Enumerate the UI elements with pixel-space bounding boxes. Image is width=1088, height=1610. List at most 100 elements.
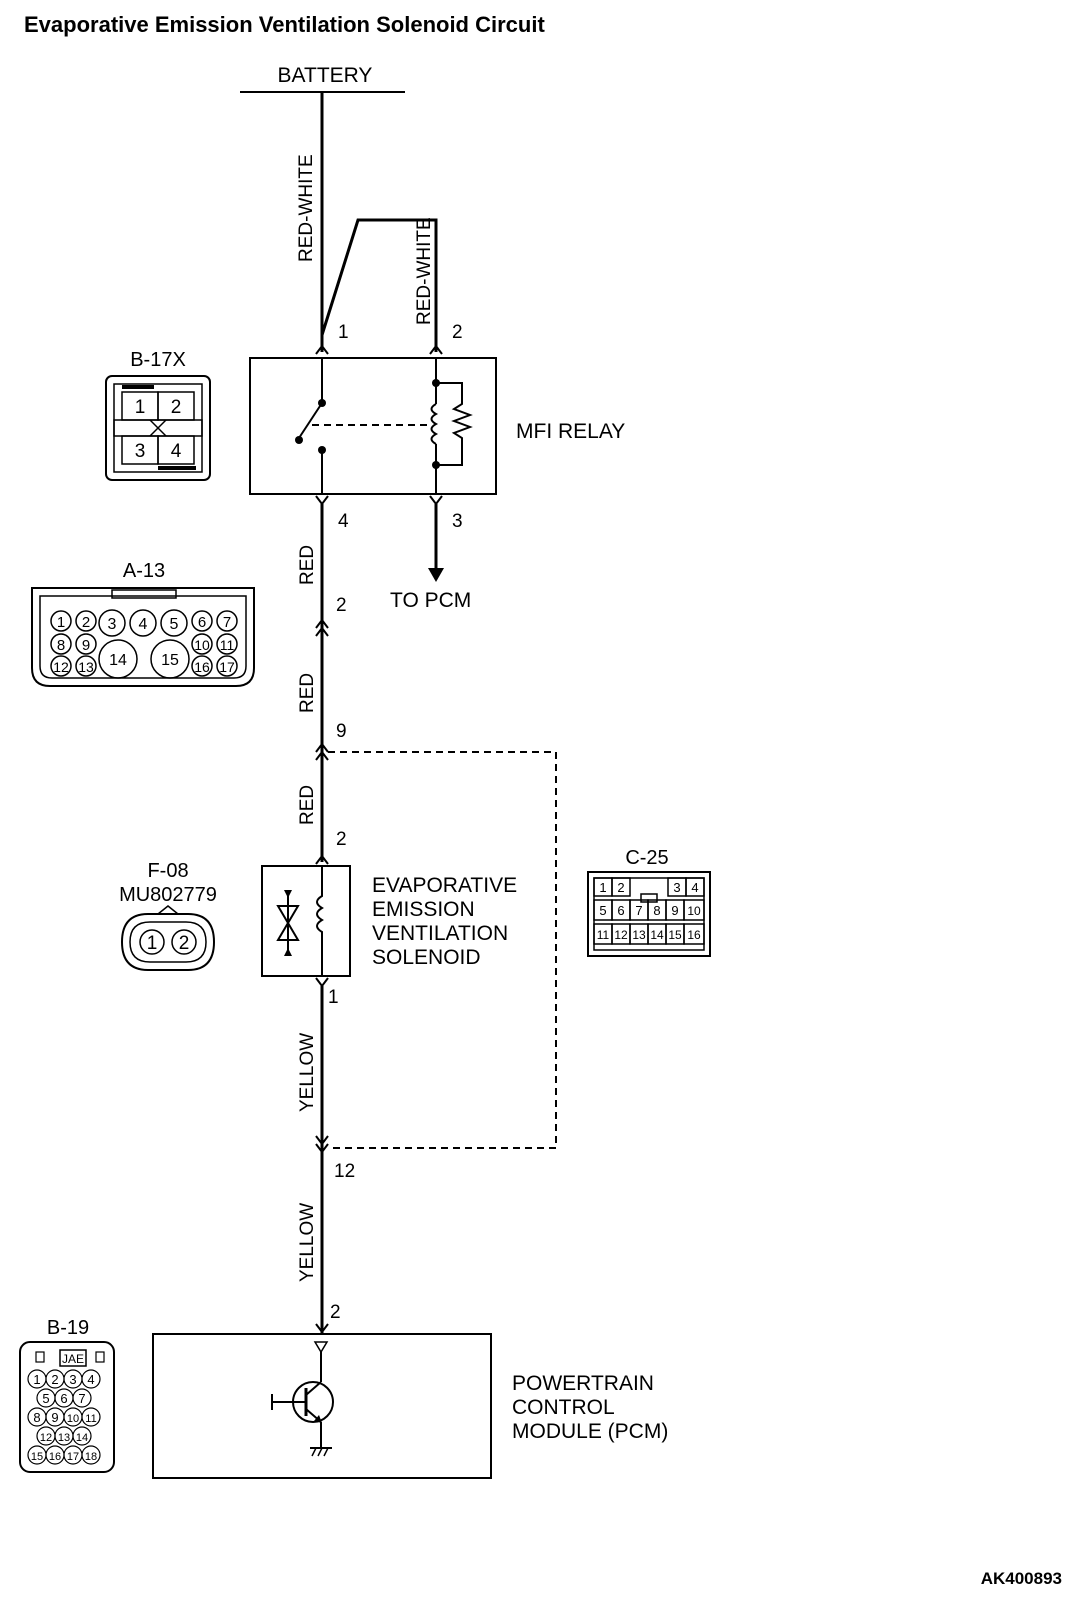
solenoid-label-line-4: SOLENOID (372, 946, 481, 969)
connector-a13 (31, 587, 255, 687)
chevron-a13-2-a (315, 618, 329, 629)
terminal-a13-9: 9 (336, 721, 347, 742)
wire-label-red-white-1: RED-WHITE (296, 154, 317, 262)
chevron-relay4 (315, 495, 329, 506)
wire-label-red-b: RED (297, 673, 318, 713)
connector-a13-pin-8: 8 (57, 637, 65, 654)
relay-contact-arm (298, 402, 323, 439)
mfi-relay-label: MFI RELAY (516, 420, 625, 443)
connector-b17x-name: B-17X (130, 349, 186, 371)
wire-branch-relay2 (320, 218, 438, 352)
connector-b19-maker: JAE (62, 1352, 84, 1366)
connector-c25-pin-8: 8 (653, 903, 660, 918)
connector-c25-key (640, 893, 658, 903)
connector-f08-part: MU802779 (119, 884, 217, 906)
connector-c25-pin-4: 4 (691, 880, 698, 895)
connector-a13-key (111, 589, 177, 599)
figure-code: AK400893 (981, 1569, 1062, 1588)
chevron-sol-2 (315, 854, 329, 865)
chevron-sol-1 (315, 977, 329, 988)
connector-f08-name: F-08 (147, 860, 188, 882)
connector-b19-pin-11: 11 (85, 1413, 96, 1425)
ground-hatch-2 (317, 1447, 323, 1457)
solenoid-label-line-1: EVAPORATIVE (372, 874, 517, 897)
chevron-a13-9-b (315, 750, 329, 761)
solenoid-label-line-2: EMISSION (372, 898, 475, 921)
chevron-c25-12-a (315, 1135, 329, 1146)
connector-f08 (120, 913, 216, 971)
connector-b19-pin-13: 13 (58, 1432, 70, 1444)
connector-c25-pin-13: 13 (632, 928, 646, 942)
relay-contact-dot-arm (295, 436, 303, 444)
connector-b19-pin-8: 8 (33, 1410, 40, 1425)
chevron-relay1 (315, 344, 329, 355)
connector-b19-pin-3: 3 (69, 1372, 76, 1387)
terminal-pcm-2: 2 (330, 1302, 341, 1323)
pcm-label-line-3: MODULE (PCM) (512, 1420, 668, 1443)
connector-a13-pin-7: 7 (223, 614, 231, 631)
shield-dashed-line (328, 751, 557, 1149)
diagram-title: Evaporative Emission Ventilation Solenoi… (24, 12, 545, 37)
solenoid-box (261, 865, 351, 977)
terminal-relay-1: 1 (338, 322, 349, 343)
pcm-label-line-1: POWERTRAIN (512, 1372, 654, 1395)
connector-c25-pin-5: 5 (599, 903, 606, 918)
connector-c25-pin-9: 9 (671, 903, 678, 918)
connector-b19-pin-14: 14 (76, 1432, 88, 1444)
connector-b19-pin-1: 1 (33, 1372, 40, 1387)
terminal-sol-1: 1 (328, 987, 339, 1008)
connector-f08-cell-1 (139, 929, 165, 955)
connector-b17x-pin-3: 3 (135, 441, 146, 462)
connector-f08-latch (157, 905, 179, 915)
connector-a13-pin-3: 3 (108, 616, 117, 633)
connector-b17x-x-2 (149, 419, 167, 437)
connector-a13-pin-13: 13 (78, 659, 94, 675)
connector-c25-pin-3: 3 (673, 880, 680, 895)
connector-c25-pin-15: 15 (668, 928, 682, 942)
chevron-a13-9-a (315, 742, 329, 753)
connector-b19-latch-right (95, 1351, 105, 1363)
connector-a13-inner (39, 595, 247, 679)
ground-hatch-3 (323, 1447, 329, 1457)
terminal-c25-12: 12 (334, 1161, 355, 1182)
terminal-sol-2: 2 (336, 829, 347, 850)
connector-c25-grid (593, 877, 705, 945)
connector-c25-pin-11: 11 (597, 928, 610, 942)
connector-b19-latch-left (35, 1351, 45, 1363)
connector-b19-name: B-19 (47, 1317, 89, 1339)
connector-a13-pins (50, 609, 238, 679)
wire-label-red-c: RED (297, 785, 318, 825)
connector-c25-pin-1: 1 (599, 880, 606, 895)
connector-a13-pin-6: 6 (198, 614, 206, 631)
connector-b17x-pin-4: 4 (171, 441, 182, 462)
connector-a13-pin-1: 1 (57, 614, 65, 631)
terminal-a13-2: 2 (336, 595, 347, 616)
connector-c25-pin-14: 14 (650, 928, 664, 942)
connector-b19-pin-9: 9 (51, 1410, 58, 1425)
connector-b19-pin-17: 17 (67, 1451, 79, 1463)
connector-a13-pin-12: 12 (53, 659, 69, 675)
connector-c25-name: C-25 (625, 847, 668, 869)
battery-label: BATTERY (278, 64, 373, 87)
connector-a13-pin-17: 17 (219, 659, 235, 675)
connector-f08-cell-2 (171, 929, 197, 955)
connector-f08-inner (129, 921, 207, 963)
connector-b19-pin-2: 2 (51, 1372, 58, 1387)
connector-c25-pin-16: 16 (687, 928, 701, 942)
connector-a13-pin-15: 15 (161, 652, 179, 669)
connector-b19-pin-10: 10 (67, 1413, 79, 1425)
terminal-relay-2: 2 (452, 322, 463, 343)
terminal-relay-4: 4 (338, 511, 349, 532)
chevron-a13-2-b (315, 626, 329, 637)
connector-a13-pin-10: 10 (194, 637, 210, 653)
connector-a13-pin-5: 5 (170, 616, 179, 633)
connector-b19-pin-4: 4 (87, 1372, 94, 1387)
wire-label-yellow-b: YELLOW (297, 1203, 318, 1282)
relay-coil-icon (430, 383, 439, 465)
chevron-c25-12-b (315, 1143, 329, 1154)
to-pcm-arrow-icon (428, 568, 444, 582)
connector-b17x-pin-1: 1 (135, 397, 146, 418)
wire-label-red-a: RED (297, 545, 318, 585)
connector-a13-pin-16: 16 (194, 659, 210, 675)
